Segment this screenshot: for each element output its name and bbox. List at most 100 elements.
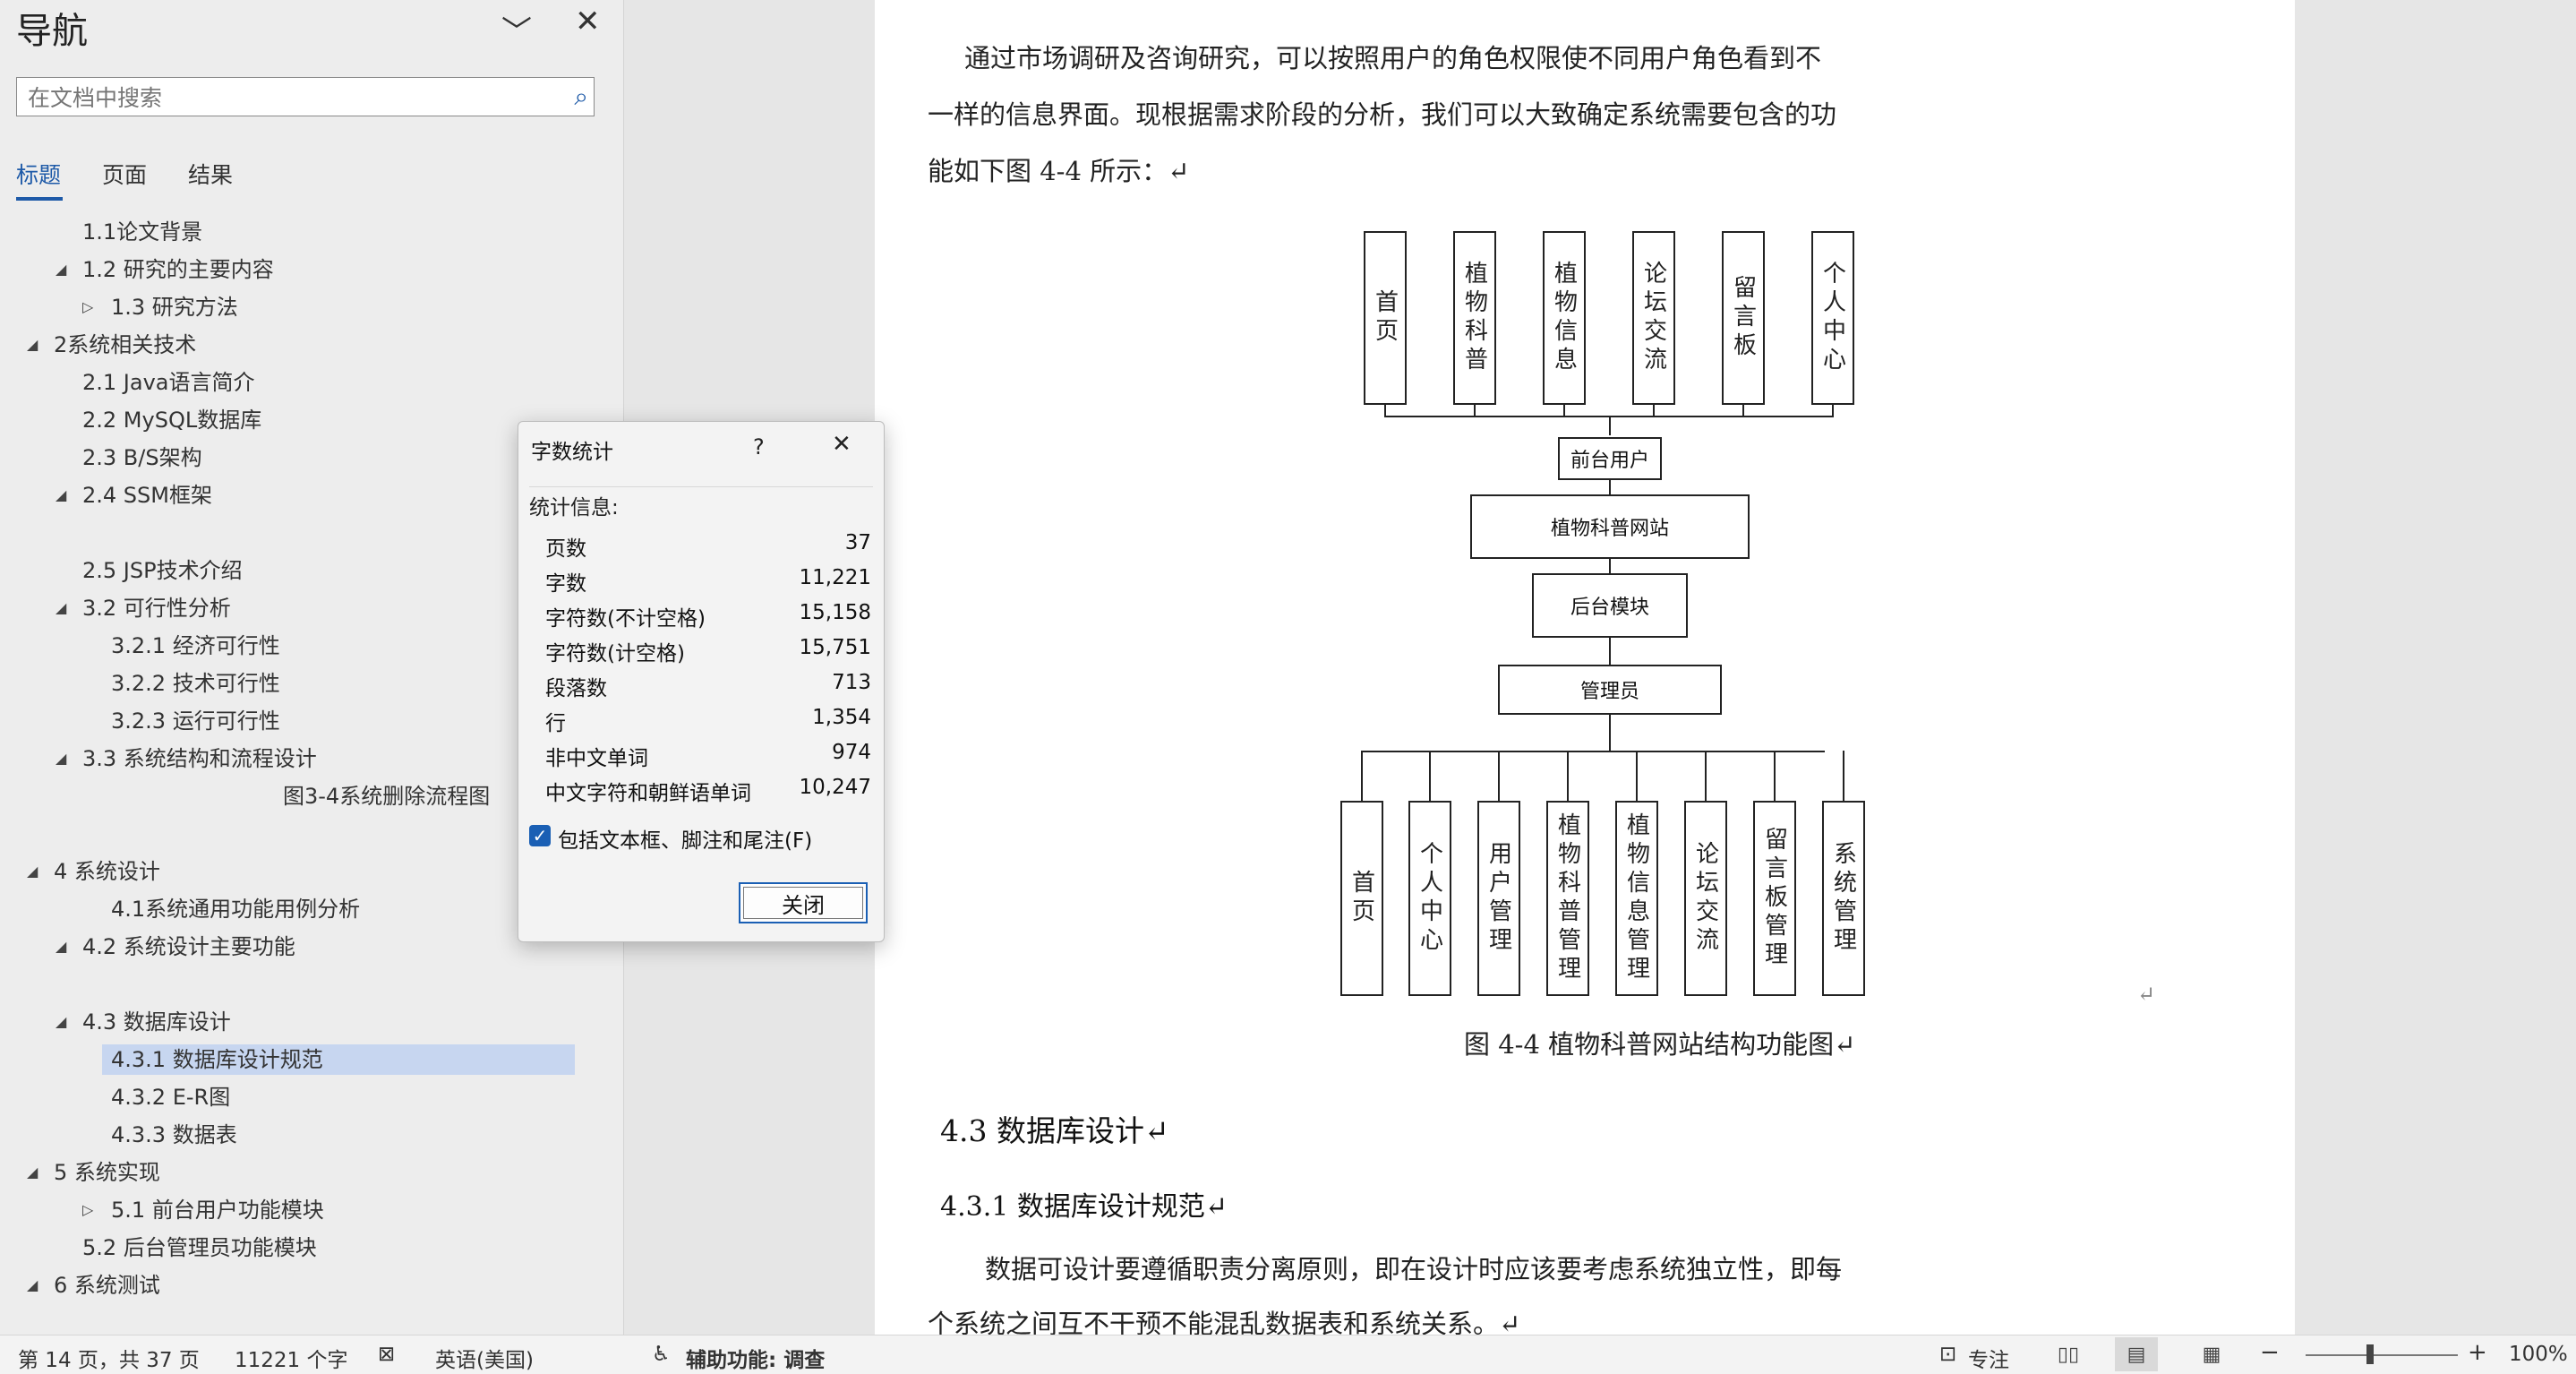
nav-item[interactable]: 1.1论文背景 (82, 219, 203, 245)
active-tab-indicator (16, 197, 63, 201)
proofing-icon[interactable]: ⊠ (378, 1343, 396, 1366)
accessibility-icon[interactable]: ♿ (652, 1343, 671, 1366)
bottom-module-box: 植物科普管理 (1546, 801, 1589, 996)
document-page[interactable]: 通过市场调研及咨询研究，可以按照用户的角色权限使不同用户角色看到不 一样的信息界… (875, 0, 2295, 1339)
chevron-down-icon[interactable]: ﹀ (501, 14, 532, 50)
close-icon[interactable]: ✕ (832, 431, 852, 458)
search-box[interactable]: ⌕ (16, 77, 595, 116)
nav-item[interactable]: 3.2.1 经济可行性 (111, 633, 280, 658)
expanded-arrow-icon[interactable]: ◢ (56, 599, 67, 616)
admin-box: 管理员 (1498, 665, 1722, 715)
connector-line (1636, 751, 1638, 801)
collapsed-arrow-icon[interactable]: ▷ (82, 1201, 94, 1218)
page-count[interactable]: 第 14 页，共 37 页 (18, 1349, 200, 1372)
expanded-arrow-icon[interactable]: ◢ (56, 1013, 67, 1030)
nav-item[interactable]: 4 系统设计 (54, 859, 160, 884)
nav-item[interactable]: 5.1 前台用户功能模块 (111, 1198, 324, 1223)
zoom-level[interactable]: 100% (2509, 1343, 2568, 1366)
nav-item[interactable]: 3.2.3 运行可行性 (111, 708, 280, 734)
search-icon[interactable]: ⌕ (574, 82, 588, 111)
connector-line (1609, 559, 1611, 573)
connector-line (1742, 405, 1744, 417)
box-label: 留言板管理 (1760, 827, 1788, 970)
nav-item[interactable]: 6 系统测试 (54, 1273, 160, 1298)
status-bar: 第 14 页，共 37 页 11221 个字 ⊠ 英语(美国) ♿ 辅助功能: … (0, 1335, 2576, 1374)
bottom-module-box: 首页 (1340, 801, 1383, 996)
zoom-slider[interactable] (2306, 1354, 2458, 1356)
top-module-box: 首页 (1364, 231, 1407, 405)
help-icon[interactable]: ? (753, 434, 765, 459)
nav-item[interactable]: 2.5 JSP技术介绍 (82, 558, 243, 583)
front-user-box: 前台用户 (1558, 437, 1662, 480)
nav-item[interactable]: 3.3 系统结构和流程设计 (82, 746, 317, 771)
tab-results[interactable]: 结果 (188, 162, 234, 188)
paragraph-line: 通过市场调研及咨询研究，可以按照用户的角色权限使不同用户角色看到不 (964, 43, 1822, 73)
connector-line (1384, 405, 1386, 417)
close-icon[interactable]: ✕ (575, 4, 601, 39)
expanded-arrow-icon[interactable]: ◢ (56, 750, 67, 767)
expanded-arrow-icon[interactable]: ◢ (27, 863, 39, 880)
connector-line (1361, 751, 1363, 801)
bottom-module-box: 论坛交流 (1684, 801, 1727, 996)
stat-value: 15,751 (799, 636, 871, 659)
top-module-box: 植物科普 (1453, 231, 1496, 405)
nav-item[interactable]: 1.2 研究的主要内容 (82, 257, 274, 282)
focus-icon[interactable]: ⊡ (1939, 1343, 1957, 1366)
nav-item[interactable]: 4.3.3 数据表 (111, 1122, 237, 1147)
nav-item[interactable]: 5.2 后台管理员功能模块 (82, 1235, 317, 1260)
language[interactable]: 英语(美国) (435, 1349, 534, 1372)
top-module-box: 论坛交流 (1632, 231, 1675, 405)
paragraph-line: 个系统之间互不干预不能混乱数据表和系统关系。↵ (928, 1309, 1521, 1339)
nav-item[interactable]: 4.1系统通用功能用例分析 (111, 897, 361, 922)
search-input[interactable] (26, 83, 549, 112)
expanded-arrow-icon[interactable]: ◢ (56, 938, 67, 955)
paragraph-line: 一样的信息界面。现根据需求阶段的分析，我们可以大致确定系统需要包含的功 (928, 99, 1837, 130)
nav-item[interactable]: 4.3.1 数据库设计规范 (102, 1044, 575, 1075)
box-label: 论坛交流 (1691, 841, 1719, 956)
box-label: 首页 (1348, 870, 1375, 927)
nav-item[interactable]: 4.3 数据库设计 (82, 1009, 231, 1035)
nav-item[interactable]: 3.2.2 技术可行性 (111, 671, 280, 696)
nav-item[interactable]: 5 系统实现 (54, 1160, 160, 1185)
zoom-out-icon[interactable]: − (2260, 1339, 2280, 1366)
expanded-arrow-icon[interactable]: ◢ (56, 261, 67, 278)
expanded-arrow-icon[interactable]: ◢ (56, 486, 67, 503)
zoom-slider-thumb[interactable] (2366, 1344, 2374, 1364)
nav-item[interactable]: 4.3.2 E-R图 (111, 1085, 231, 1110)
print-layout-icon[interactable]: ▤ (2115, 1337, 2158, 1371)
focus-mode[interactable]: 专注 (1968, 1349, 2009, 1372)
tab-headings[interactable]: 标题 (16, 162, 62, 188)
nav-item[interactable]: 图3-4系统删除流程图 (283, 784, 491, 809)
expanded-arrow-icon[interactable]: ◢ (27, 1276, 39, 1293)
web-layout-icon[interactable]: ▦ (2202, 1343, 2221, 1366)
box-label: 留言板 (1729, 275, 1757, 361)
read-mode-icon[interactable]: ▯▯ (2057, 1343, 2080, 1366)
collapsed-arrow-icon[interactable]: ▷ (82, 298, 94, 315)
word-count[interactable]: 11221 个字 (235, 1349, 348, 1372)
nav-item[interactable]: 2系统相关技术 (54, 332, 197, 357)
connector-line (1705, 751, 1707, 801)
include-textbox-checkbox[interactable]: ✓ (529, 825, 551, 846)
bottom-module-box: 系统管理 (1822, 801, 1865, 996)
nav-item[interactable]: 2.4 SSM框架 (82, 483, 212, 508)
nav-item[interactable]: 3.2 可行性分析 (82, 596, 231, 621)
connector-line (1498, 751, 1500, 801)
box-label: 植物科普 (1460, 261, 1488, 375)
nav-item[interactable]: 4.2 系统设计主要功能 (82, 934, 295, 959)
nav-item[interactable]: 2.2 MySQL数据库 (82, 408, 262, 433)
expanded-arrow-icon[interactable]: ◢ (27, 336, 39, 353)
close-button[interactable]: 关闭 (739, 882, 868, 923)
tab-pages[interactable]: 页面 (102, 162, 148, 188)
stat-label: 字数 (545, 572, 586, 596)
nav-item[interactable]: 2.1 Java语言简介 (82, 370, 255, 395)
zoom-in-icon[interactable]: + (2468, 1339, 2487, 1366)
nav-item[interactable]: 1.3 研究方法 (111, 295, 238, 320)
nav-item[interactable]: 2.3 B/S架构 (82, 445, 202, 470)
accessibility-status[interactable]: 辅助功能: 调查 (686, 1349, 826, 1372)
expanded-arrow-icon[interactable]: ◢ (27, 1164, 39, 1181)
